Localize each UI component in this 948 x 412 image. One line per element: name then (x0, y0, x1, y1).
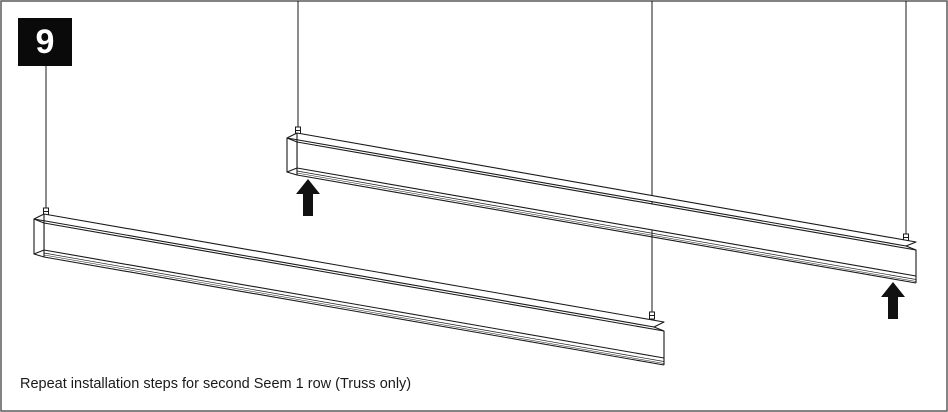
luminaire-front-face (43, 222, 665, 359)
luminaire-back-face (296, 141, 917, 277)
luminaire-back-endcap (286, 137, 298, 173)
luminaire-front-row (33, 213, 665, 366)
luminaire-back-row (286, 132, 917, 284)
up-arrow-icon (296, 179, 320, 216)
up-arrow-icon (881, 282, 905, 319)
step-number-badge: 9 (18, 18, 72, 66)
gripper-center (649, 311, 655, 320)
instruction-caption: Repeat installation steps for second See… (20, 376, 412, 392)
luminaire-front-endcap (33, 218, 45, 255)
suspension-cables (45, 1, 907, 312)
cable-grippers (43, 126, 909, 320)
luminaire-back-top (286, 132, 917, 247)
luminaire-front-top (33, 213, 665, 328)
